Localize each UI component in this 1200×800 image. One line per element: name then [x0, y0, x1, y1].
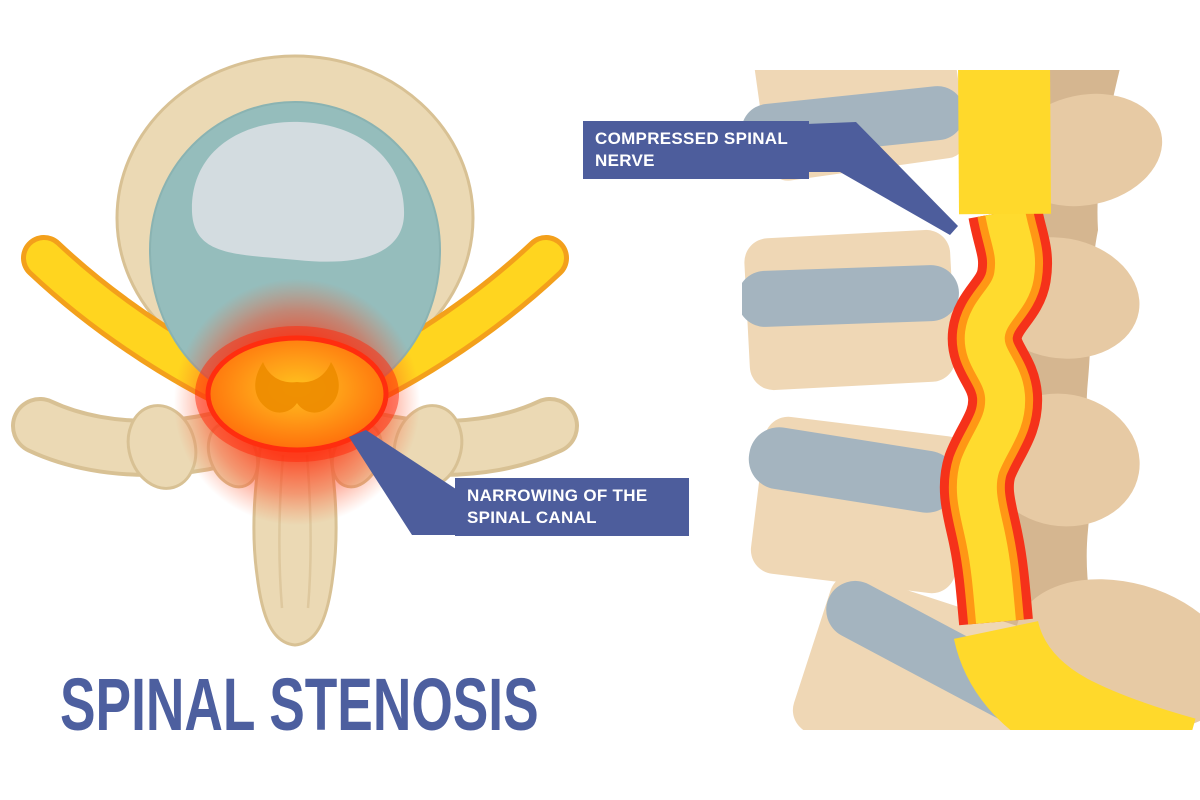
compressed-nerve-segment: [956, 208, 1036, 624]
spinal-canal-nerve: [939, 70, 1196, 730]
diagram-title: SPINAL STENOSIS: [60, 663, 539, 746]
leader-narrowing-canal: [349, 430, 462, 535]
callout-leaders: [349, 122, 958, 535]
disc-3: [748, 427, 958, 513]
leader-compressed-nerve: [806, 122, 958, 235]
nucleus-pulposus: [191, 121, 405, 262]
nerve-lower-segment: [953, 619, 1196, 730]
spinal-cord: [255, 362, 339, 413]
callout-compressed-spinal-nerve: COMPRESSED SPINAL NERVE: [583, 121, 809, 179]
axial-vertebra-view: [11, 54, 579, 647]
callout-narrowing-spinal-canal: NARROWING OF THE SPINAL CANAL: [455, 478, 689, 536]
sagittal-spine-view: [742, 70, 1200, 730]
disc-2: [742, 265, 959, 327]
nerve-upper-segment: [958, 70, 1051, 215]
